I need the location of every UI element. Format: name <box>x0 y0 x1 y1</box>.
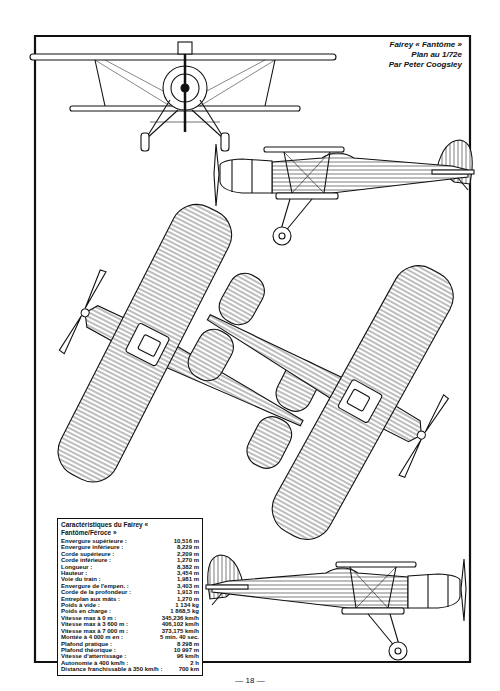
table-cell: 373,175 km/h <box>162 628 199 634</box>
table-row: Envergure supérieure : 10,516 m <box>61 538 199 544</box>
drawing-subtitle: Plan au 1/72e <box>322 50 462 60</box>
table-cell: Entreplan aux mâts : <box>61 596 120 602</box>
table-cell: Envergure inférieure : <box>61 544 123 550</box>
table-cell: Poids à vide : <box>61 602 100 608</box>
table-row: Corde inférieure : 1,270 m <box>61 557 199 563</box>
table-cell: 2,209 m <box>177 551 199 557</box>
table-cell: 345,236 km/h <box>162 615 199 621</box>
table-cell: 406,102 km/h <box>162 621 199 627</box>
table-cell: 8 298 m <box>177 641 199 647</box>
page-number: — 18 — <box>0 676 500 686</box>
table-cell: 700 km <box>179 666 199 672</box>
table-cell: 1,270 m <box>177 596 199 602</box>
table-row: Plafond pratique : 8 298 m <box>61 641 199 647</box>
table-cell: 3,454 m <box>177 570 199 576</box>
drawing-subtitle: Par Peter Coogsley <box>322 60 462 70</box>
table-cell: Corde supérieure : <box>61 551 114 557</box>
table-row: Corde de la profondeur : 1,913 m <box>61 589 199 595</box>
table-cell: 2 h <box>190 660 199 666</box>
table-cell: Poids en charge : <box>61 608 111 614</box>
table-cell: Envergure supérieure : <box>61 538 127 544</box>
table-row: Vitesse max à 7 000 m : 373,175 km/h <box>61 628 199 634</box>
table-cell: Distance franchissable à 350 km/h : <box>61 666 162 672</box>
table-row: Autonomie à 400 km/h : 2 h <box>61 660 199 666</box>
table-cell: 1 134 kg <box>175 602 199 608</box>
table-cell: 1,981 m <box>177 576 199 582</box>
table-row: Montée à 4 000 m en : 5 min. 40 sec. <box>61 634 199 640</box>
table-cell: Corde inférieure : <box>61 557 111 563</box>
table-cell: 1 868,5 kg <box>170 608 199 614</box>
table-row: Corde supérieure : 2,209 m <box>61 551 199 557</box>
table-cell: Hauteur : <box>61 570 87 576</box>
table-cell: 10 997 m <box>174 647 199 653</box>
table-row: Envergure inférieure : 8,229 m <box>61 544 199 550</box>
table-row: Plafond théorique : 10 997 m <box>61 647 199 653</box>
title-block: Fairey « Fantôme »Plan au 1/72ePar Peter… <box>322 40 462 70</box>
table-row: Poids en charge : 1 868,5 kg <box>61 608 199 614</box>
table-cell: Vitesse max à 7 000 m : <box>61 628 128 634</box>
table-heading: Caractéristiques du Fairey « Fantôme/Fér… <box>61 521 199 536</box>
table-row: Longueur : 8,382 m <box>61 564 199 570</box>
table-cell: Corde de la profondeur : <box>61 589 131 595</box>
table-row: Poids à vide : 1 134 kg <box>61 602 199 608</box>
table-row: Vitesse max à 0 m : 345,236 km/h <box>61 615 199 621</box>
table-cell: Vitesse d'atterrissage : <box>61 653 126 659</box>
table-cell: Voie du train : <box>61 576 101 582</box>
table-row: Vitesse d'atterrissage : 96 km/h <box>61 653 199 659</box>
table-cell: Longueur : <box>61 564 92 570</box>
table-row: Envergure de l'empen. : 3,403 m <box>61 583 199 589</box>
table-cell: Envergure de l'empen. : <box>61 583 129 589</box>
table-cell: 96 km/h <box>177 653 199 659</box>
spec-table: Caractéristiques du Fairey « Fantôme/Fér… <box>57 518 203 676</box>
table-cell: 10,516 m <box>174 538 199 544</box>
table-row: Vitesse max à 3 600 m : 406,102 km/h <box>61 621 199 627</box>
drawing-title: Fairey « Fantôme » <box>322 40 462 50</box>
table-row: Hauteur : 3,454 m <box>61 570 199 576</box>
table-cell: 8,229 m <box>177 544 199 550</box>
table-cell: 3,403 m <box>177 583 199 589</box>
table-row: Voie du train : 1,981 m <box>61 576 199 582</box>
table-cell: Vitesse max à 0 m : <box>61 615 116 621</box>
table-cell: 8,382 m <box>177 564 199 570</box>
table-cell: Vitesse max à 3 600 m : <box>61 621 128 627</box>
table-cell: 1,270 m <box>177 557 199 563</box>
table-cell: Plafond théorique : <box>61 647 116 653</box>
table-cell: Plafond pratique : <box>61 641 112 647</box>
table-cell: 5 min. 40 sec. <box>160 634 199 640</box>
table-cell: 1,913 m <box>177 589 199 595</box>
table-row: Distance franchissable à 350 km/h : 700 k… <box>61 666 199 672</box>
table-cell: Autonomie à 400 km/h : <box>61 660 128 666</box>
table-cell: Montée à 4 000 m en : <box>61 634 123 640</box>
table-row: Entreplan aux mâts : 1,270 m <box>61 596 199 602</box>
